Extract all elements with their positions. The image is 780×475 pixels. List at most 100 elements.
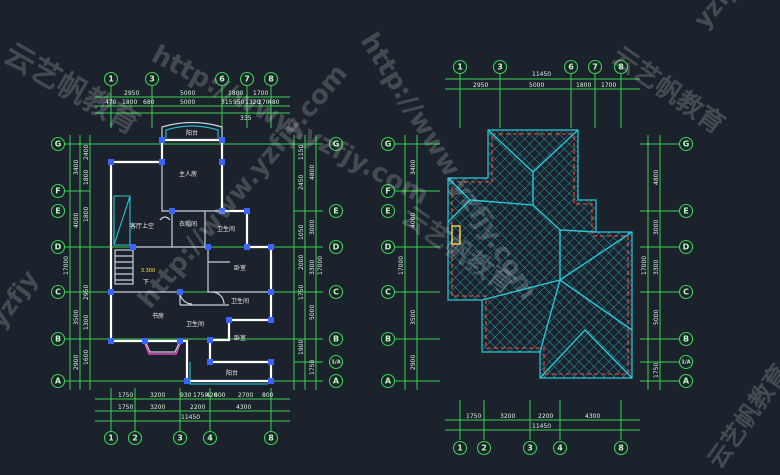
roof-dim-right-4: 1750 [653, 363, 660, 378]
roof-dim-left-1: 4000 [410, 213, 417, 228]
room-bathroom-2: 卫生间 [231, 297, 249, 305]
structural-column [244, 208, 250, 214]
axis-right-G: G [333, 140, 340, 149]
dim-right2-1: 3000 [309, 220, 316, 235]
structural-column [159, 159, 165, 165]
structural-column [108, 289, 114, 295]
elevation-label: 3.300 [141, 268, 155, 274]
axis-top-3: 3 [149, 75, 155, 84]
axis-top-6: 6 [219, 75, 225, 84]
roof-axis-left-F: F [385, 187, 390, 196]
dim-left1-0: 2400 [83, 145, 90, 160]
dim-right1-1: 2450 [298, 175, 305, 190]
left-dimension-text: 2950 5000 1800 1700 470 1800 680 5000 31… [63, 90, 324, 421]
dim-left2-0: 3400 [73, 160, 80, 175]
left-axis-bubbles: 1 3 6 7 8 1 2 3 4 8 G F E D C B A G E D … [50, 71, 344, 446]
dim-bot1-6: 2700 [238, 392, 253, 399]
dim-right2-4: 1750 [309, 360, 316, 375]
dim-right-total: 17000 [317, 256, 324, 275]
dim-left2-2: 3500 [73, 310, 80, 325]
dim-bot1-3: 1750 [193, 392, 208, 399]
room-study: 书房 [152, 312, 164, 320]
dim-top2-0: 470 [105, 99, 117, 106]
dim-right1-0: 1150 [298, 145, 305, 160]
axis-right-C: C [333, 288, 339, 297]
dim-right1-6: 2000 [298, 255, 305, 270]
structural-column [108, 338, 114, 344]
watermark-partial-2: yzfjy [0, 265, 44, 334]
dim-top2-2: 680 [143, 99, 155, 106]
room-closet: 衣帽间 [179, 220, 197, 228]
room-master-bedroom: 主人房 [179, 170, 197, 178]
structural-column [184, 378, 190, 384]
dim-top-1700: 1700 [253, 90, 268, 97]
roof-dim-right-total: 17000 [641, 256, 648, 275]
dim-bot2-0: 1750 [118, 404, 133, 411]
structural-column [177, 338, 183, 344]
dim-top-1800: 1800 [228, 90, 243, 97]
structural-column [159, 137, 165, 143]
roof-axis-top-1: 1 [457, 63, 463, 72]
dim-bot1-5: 600 [214, 392, 226, 399]
roof-dim-bot-total: 11450 [532, 423, 551, 430]
dim-left2-1: 4000 [73, 213, 80, 228]
dim-left2-3: 2900 [73, 355, 80, 370]
axis-right-E: E [333, 207, 338, 216]
dim-bot1-2: 930 [180, 392, 192, 399]
dim-right2-2: 3300 [309, 260, 316, 275]
dim-right2-0: 4800 [309, 165, 316, 180]
roof-axis-left-C: C [385, 288, 391, 297]
dim-top-335: 335 [240, 115, 252, 122]
left-columns [108, 137, 274, 384]
roof-dim-right-3: 5000 [653, 310, 660, 325]
axis-bot-4: 4 [207, 434, 213, 443]
watermark-partial-1: yzfjy [688, 0, 751, 34]
roof-dim-left-3: 2900 [410, 355, 417, 370]
structural-column [268, 289, 274, 295]
room-balcony-top: 阳台 [186, 129, 198, 137]
left-dimension-lines [63, 86, 323, 432]
roof-dim-left-0: 3400 [410, 160, 417, 175]
axis-bot-2: 2 [132, 434, 138, 443]
axis-left-D: D [55, 243, 62, 252]
axis-left-F: F [55, 187, 60, 196]
roof-axis-left-D: D [385, 243, 392, 252]
axis-top-8: 8 [268, 75, 274, 84]
roof-dim-right-0: 4800 [653, 170, 660, 185]
structural-column [219, 159, 225, 165]
structural-column [130, 244, 136, 250]
watermark-brand-3: 云艺帆教育 [606, 40, 730, 140]
roof-axis-right-G: G [683, 140, 690, 149]
structural-column [169, 208, 175, 214]
right-axis-bubbles: 1 3 6 7 8 1 2 3 4 8 G F E D C B A G E D … [380, 59, 694, 456]
roof-axis-top-8: 8 [618, 63, 624, 72]
axis-top-1: 1 [108, 75, 114, 84]
watermark-partial-3: 云艺帆教育 [702, 359, 780, 473]
stair-down-label: 下 [143, 279, 149, 286]
structural-column [268, 378, 274, 384]
dim-bot1-0: 1750 [118, 392, 133, 399]
left-room-labels: 阳台 主人房 客厅上空 衣帽间 卫生间 卧室 卫生间 书房 卫生间 卧室 阳台 … [130, 129, 249, 377]
axis-right-A: A [333, 377, 340, 386]
dim-top2-6: 1320 [245, 99, 260, 106]
structural-column [205, 244, 211, 250]
roof-axis-right-B: B [683, 335, 689, 344]
roof-axis-bot-2: 2 [481, 444, 487, 453]
room-living-void: 客厅上空 [130, 222, 154, 230]
dim-bot1-4: 420 [206, 392, 218, 399]
roof-axis-left-A: A [385, 377, 392, 386]
roof-axis-right-E: E [683, 207, 688, 216]
roof-axis-right-C: C [683, 288, 689, 297]
dim-left1-10: 1600 [83, 350, 90, 365]
dim-right1-7: 1750 [298, 285, 305, 300]
axis-right-B: B [333, 335, 339, 344]
roof-dim-right-1: 3000 [653, 220, 660, 235]
axis-top-7: 7 [244, 75, 250, 84]
roof-axis-bot-1: 1 [457, 444, 463, 453]
roof-dim-bot-3: 4300 [585, 413, 600, 420]
room-bedroom-1: 卧室 [234, 264, 246, 272]
structural-column [177, 289, 183, 295]
roof-axis-top-3: 3 [497, 63, 503, 72]
